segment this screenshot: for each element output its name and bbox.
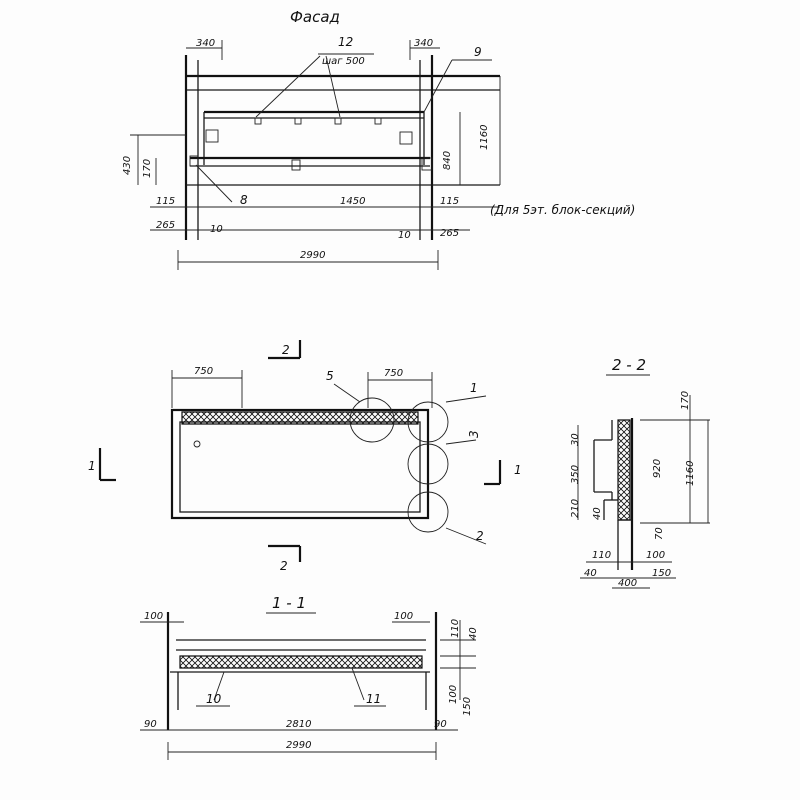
- dim-100-left-s11: 100: [144, 611, 163, 622]
- dim-90-left-s11: 90: [144, 719, 157, 730]
- dim-10-right: 10: [398, 230, 411, 241]
- dim-1160-s22: 1160: [685, 461, 696, 486]
- facade-view: Фасад 340: [122, 8, 635, 270]
- cut-1-left: 1: [88, 459, 96, 473]
- label-pos-10-s11: 10: [206, 692, 222, 706]
- dim-110-s22: 110: [592, 550, 611, 561]
- dim-750-right: 750: [384, 368, 403, 379]
- cut-2-top: 2: [282, 343, 290, 357]
- dim-100-side-s11: 100: [448, 685, 459, 704]
- dim-920-s22: 920: [652, 459, 663, 478]
- dim-750-left: 750: [194, 366, 213, 377]
- cut-2-bottom: 2: [280, 559, 288, 573]
- dim-90-right-s11: 90: [434, 719, 447, 730]
- dim-210-s22: 210: [570, 499, 581, 518]
- dim-70-s22: 70: [654, 527, 665, 540]
- dim-2810-s11: 2810: [286, 719, 311, 730]
- dim-340-left: 340: [196, 38, 215, 49]
- dim-115-left: 115: [156, 196, 175, 207]
- label-pos-3: 3: [467, 430, 481, 438]
- section-1-1-title: 1 - 1: [272, 594, 306, 612]
- dim-1160: 1160: [479, 125, 490, 150]
- cut-1-right: 1: [514, 463, 522, 477]
- dim-150-s22: 150: [652, 568, 671, 579]
- label-pos-9: 9: [474, 45, 482, 59]
- plan-view: 750 750 5 1 3 2 2 2 1 1: [88, 340, 522, 573]
- dim-840: 840: [442, 151, 453, 170]
- dim-30-s22: 30: [570, 433, 581, 446]
- facade-title: Фасад: [290, 8, 340, 26]
- section-1-1: 1 - 1 100 100 110 40 100 150 10 11 90: [140, 594, 479, 760]
- label-pos-2: 2: [476, 529, 484, 543]
- dim-115-right: 115: [440, 196, 459, 207]
- dim-100-s22: 100: [646, 550, 665, 561]
- dim-2990-s11: 2990: [286, 740, 311, 751]
- facade-note: (Для 5эт. блок-секций): [490, 203, 635, 217]
- dim-150-s11: 150: [462, 697, 473, 716]
- dim-400-s22: 400: [618, 578, 637, 589]
- dim-10-left: 10: [210, 224, 223, 235]
- dim-40-h-s22: 40: [584, 568, 597, 579]
- label-pos-5: 5: [326, 369, 334, 383]
- label-pos-12: 12: [338, 35, 353, 49]
- dim-40-s11: 40: [468, 627, 479, 640]
- section-2-2: 2 - 2 170 920 1160 70 30 350 210 40 110 …: [570, 356, 710, 589]
- label-pos-8: 8: [240, 193, 248, 207]
- section-2-2-title: 2 - 2: [612, 356, 646, 374]
- dim-100-right-s11: 100: [394, 611, 413, 622]
- dim-1450: 1450: [340, 196, 365, 207]
- dim-430: 430: [122, 156, 133, 175]
- dim-265-left: 265: [156, 220, 175, 231]
- dim-40-v-s22: 40: [592, 507, 603, 520]
- dim-170-s22: 170: [680, 391, 691, 410]
- label-step: шаг 500: [322, 56, 365, 67]
- dim-350-s22: 350: [570, 465, 581, 484]
- dim-110-s11: 110: [450, 619, 461, 638]
- dim-265-right: 265: [440, 228, 459, 239]
- dim-2990-facade: 2990: [300, 250, 325, 261]
- dim-340-right: 340: [414, 38, 433, 49]
- label-pos-11-s11: 11: [366, 692, 381, 706]
- label-pos-1: 1: [470, 381, 478, 395]
- dim-170: 170: [142, 159, 153, 178]
